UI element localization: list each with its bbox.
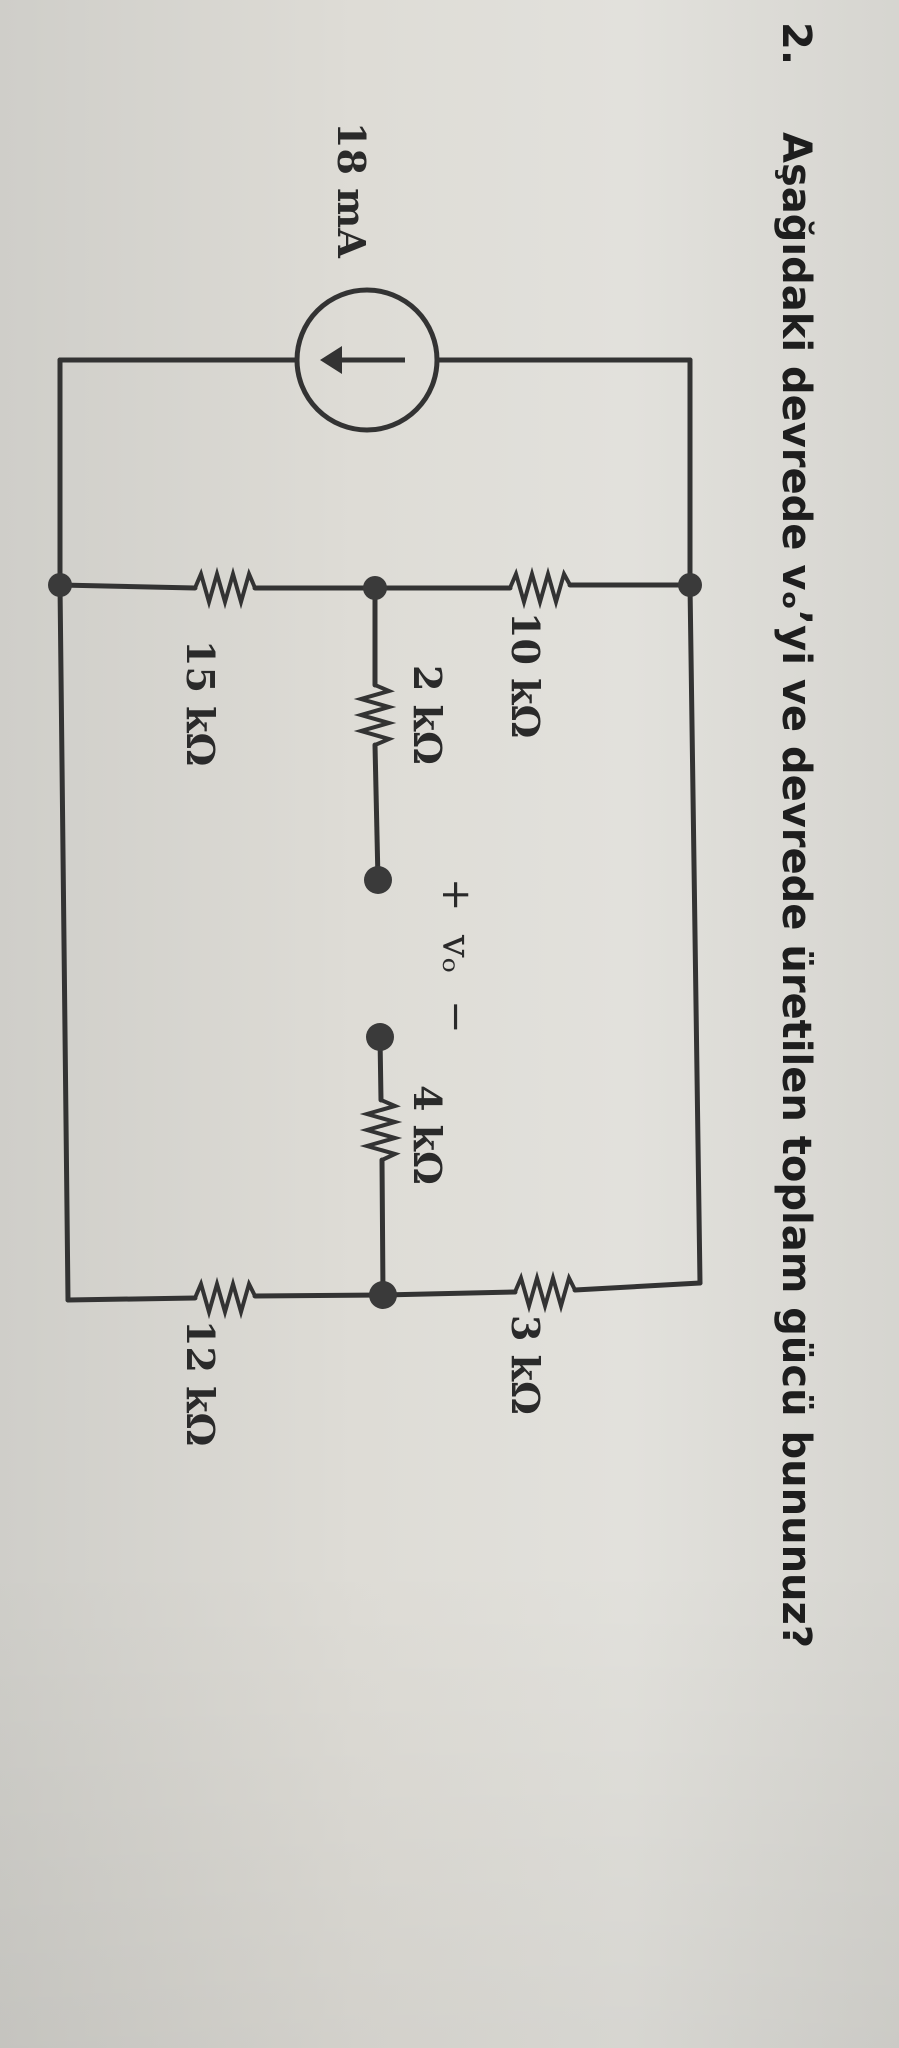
resistor-3k — [513, 1270, 577, 1314]
vo-label: vₒ — [433, 934, 479, 973]
terminal-vo-minus — [366, 1023, 394, 1051]
vo-minus-sign: − — [433, 1000, 479, 1034]
label-3k: 3 kΩ — [503, 1315, 548, 1415]
current-source — [294, 287, 440, 433]
wire-bot-12k-to-node — [252, 1292, 386, 1299]
label-10k: 10 kΩ — [503, 612, 548, 738]
wire-4k-bottom — [379, 1157, 386, 1298]
terminal-vo-plus — [364, 866, 392, 894]
problem-text: Aşağıdaki devrede vₒ’yi ve devrede üreti… — [773, 132, 819, 1648]
node-mid-right — [678, 573, 702, 597]
resistor-10k — [508, 566, 572, 610]
wire-2k-bottom — [372, 742, 381, 883]
problem-number: 2. — [773, 22, 819, 65]
node-mid-center — [363, 576, 387, 600]
wire-bot-left — [65, 1295, 198, 1303]
wire-mid-left — [57, 582, 198, 591]
wire-bot-3k-to-right — [572, 1280, 703, 1293]
resistor-15k — [193, 566, 257, 610]
node-mid-left — [48, 573, 72, 597]
current-source-arrow-head — [320, 346, 342, 374]
source-label: 18 mA — [329, 122, 374, 258]
vo-plus-sign: + — [433, 878, 479, 912]
label-15k: 15 kΩ — [178, 640, 223, 766]
wire-right-vertical — [687, 582, 703, 1286]
resistor-4k — [359, 1098, 403, 1162]
label-12k: 12 kΩ — [178, 1320, 223, 1446]
label-2k: 2 kΩ — [405, 665, 450, 765]
resistor-12k — [193, 1276, 257, 1320]
wire-bot-node-to-3k — [380, 1289, 518, 1298]
wire-left-vertical — [57, 582, 71, 1303]
label-4k: 4 kΩ — [405, 1085, 450, 1185]
paper-shadow — [0, 1560, 899, 2048]
resistor-2k — [353, 683, 397, 747]
node-bottom-center — [369, 1281, 397, 1309]
